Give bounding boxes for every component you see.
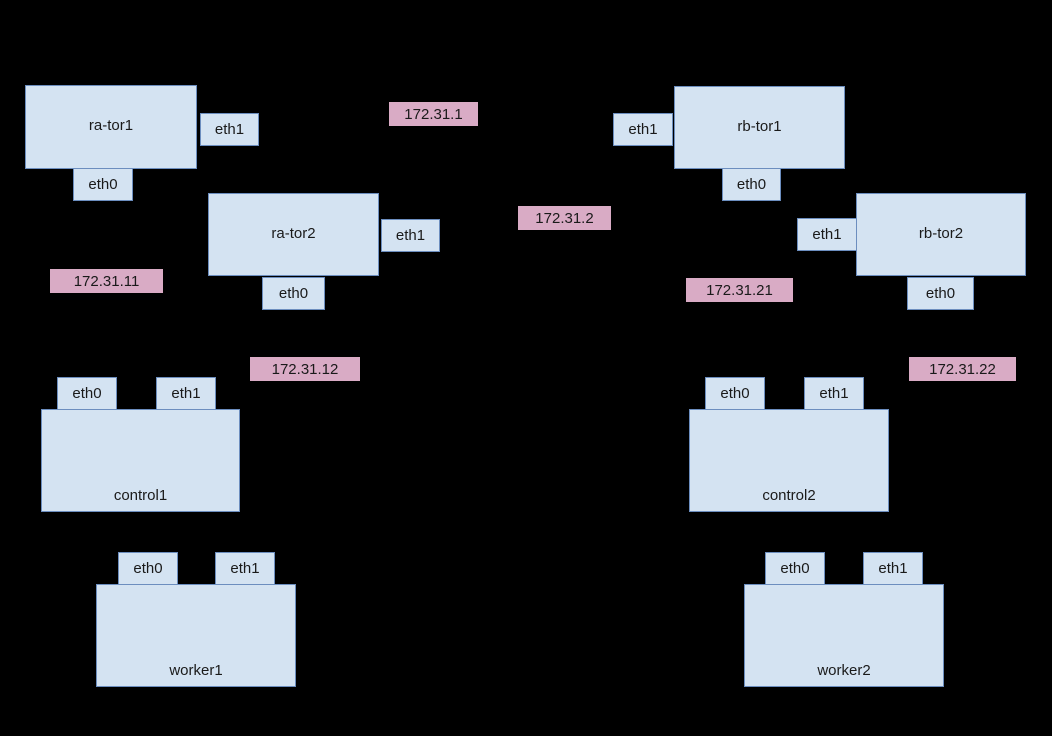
port-worker2-eth0[interactable]: eth0 [765, 552, 825, 585]
ip-label-ip-172-31-22: 172.31.22 [909, 357, 1016, 381]
port-ra-tor1-eth0[interactable]: eth0 [73, 168, 133, 201]
port-ra-tor1-eth1[interactable]: eth1 [200, 113, 259, 146]
ip-label-ip-172-31-2: 172.31.2 [518, 206, 611, 230]
port-rb-tor1-eth0[interactable]: eth0 [722, 168, 781, 201]
ip-label-ip-172-31-21: 172.31.21 [686, 278, 793, 302]
port-control1-eth1[interactable]: eth1 [156, 377, 216, 410]
node-label-rb-tor1: rb-tor1 [737, 118, 782, 135]
port-rb-tor1-eth1[interactable]: eth1 [613, 113, 673, 146]
node-rb-tor2[interactable]: rb-tor2 [856, 193, 1026, 276]
port-ra-tor2-eth0[interactable]: eth0 [262, 277, 325, 310]
port-control2-eth1[interactable]: eth1 [804, 377, 864, 410]
ip-label-ip-172-31-11: 172.31.11 [50, 269, 163, 293]
node-control1[interactable]: control1 [41, 409, 240, 512]
node-label-ra-tor1: ra-tor1 [88, 117, 134, 134]
node-label-worker2: worker2 [817, 662, 871, 679]
node-control2[interactable]: control2 [689, 409, 889, 512]
ip-label-ip-172-31-12: 172.31.12 [250, 357, 360, 381]
port-rb-tor2-eth1[interactable]: eth1 [797, 218, 857, 251]
node-label-worker1: worker1 [169, 662, 223, 679]
node-label-rb-tor2: rb-tor2 [918, 225, 964, 242]
port-worker1-eth1[interactable]: eth1 [215, 552, 275, 585]
ip-label-ip-172-31-1: 172.31.1 [389, 102, 478, 126]
node-worker2[interactable]: worker2 [744, 584, 944, 687]
node-label-control1: control1 [113, 487, 168, 504]
port-control2-eth0[interactable]: eth0 [705, 377, 765, 410]
node-rb-tor1[interactable]: rb-tor1 [674, 86, 845, 169]
node-ra-tor1[interactable]: ra-tor1 [25, 85, 197, 169]
port-worker2-eth1[interactable]: eth1 [863, 552, 923, 585]
port-worker1-eth0[interactable]: eth0 [118, 552, 178, 585]
port-rb-tor2-eth0[interactable]: eth0 [907, 277, 974, 310]
port-ra-tor2-eth1[interactable]: eth1 [381, 219, 440, 252]
node-label-control2: control2 [762, 487, 816, 504]
node-worker1[interactable]: worker1 [96, 584, 296, 687]
node-label-ra-tor2: ra-tor2 [271, 225, 316, 242]
port-control1-eth0[interactable]: eth0 [57, 377, 117, 410]
node-ra-tor2[interactable]: ra-tor2 [208, 193, 379, 276]
